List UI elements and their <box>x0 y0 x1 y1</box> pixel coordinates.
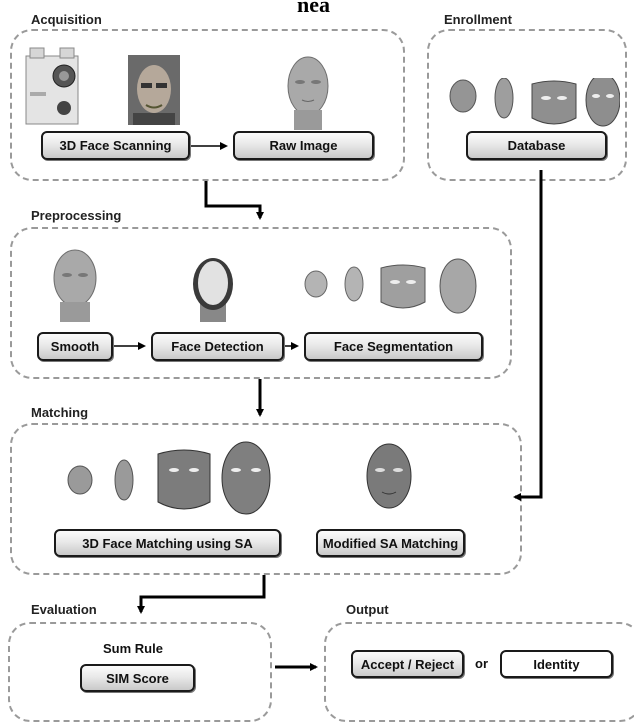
arrow-match-to-eval <box>137 575 266 614</box>
sim-score-box[interactable]: SIM Score <box>80 664 195 692</box>
modified-sa-box[interactable]: Modified SA Matching <box>316 529 465 557</box>
smooth-box[interactable]: Smooth <box>37 332 113 361</box>
evaluation-title: Evaluation <box>31 602 97 617</box>
face-detection-box[interactable]: Face Detection <box>151 332 284 361</box>
database-box[interactable]: Database <box>466 131 607 160</box>
enrollment-panel <box>427 29 627 181</box>
face-segmentation-box[interactable]: Face Segmentation <box>304 332 483 361</box>
identity-box[interactable]: Identity <box>500 650 613 678</box>
enrollment-title: Enrollment <box>444 12 512 27</box>
scanner-device-icon <box>25 47 79 125</box>
acquisition-panel <box>10 29 405 181</box>
matching-panel <box>10 423 522 575</box>
face-photo <box>128 55 180 125</box>
or-label: or <box>475 656 488 671</box>
preprocessing-title: Preprocessing <box>31 208 122 223</box>
header-fragment: nea <box>297 0 330 17</box>
acquisition-title: Acquisition <box>31 12 102 27</box>
sum-rule-label: Sum Rule <box>103 641 163 656</box>
preprocessing-panel <box>10 227 512 379</box>
accept-reject-box[interactable]: Accept / Reject <box>351 650 464 678</box>
flow-arrows <box>114 142 543 671</box>
face-detection-render <box>193 258 233 322</box>
matching-title: Matching <box>31 405 89 420</box>
arrow-acq-to-pre <box>204 181 264 220</box>
face-scanning-box[interactable]: 3D Face Scanning <box>41 131 190 160</box>
raw-scan-face <box>287 56 329 130</box>
segmented-face-parts <box>304 258 477 314</box>
matching-face-parts <box>67 441 271 515</box>
enrollment-face-parts <box>449 78 620 127</box>
raw-image-box[interactable]: Raw Image <box>233 131 374 160</box>
arrow-db-to-match <box>513 170 543 501</box>
face-matching-sa-box[interactable]: 3D Face Matching using SA <box>54 529 281 557</box>
modified-sa-face <box>366 443 412 509</box>
smooth-face <box>53 249 97 322</box>
output-title: Output <box>346 602 389 617</box>
